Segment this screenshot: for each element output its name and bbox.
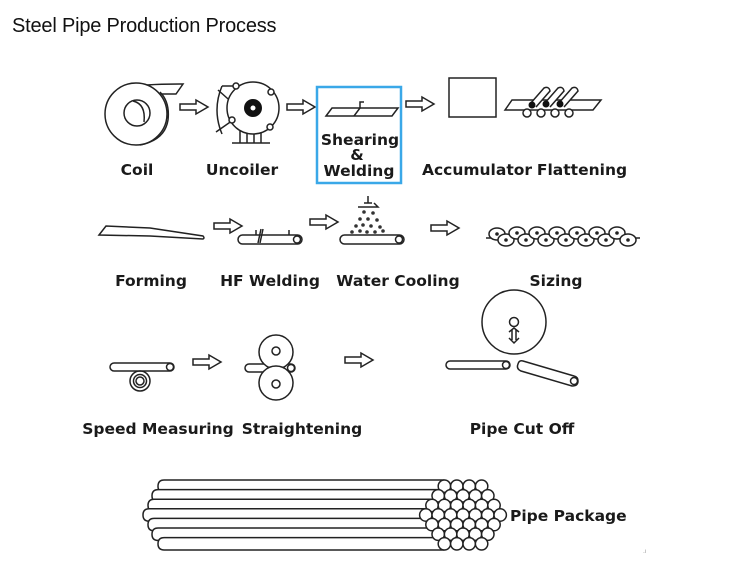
speed-measuring-icon — [109, 362, 175, 392]
sizing-icon — [486, 226, 640, 247]
step-label: Coil — [121, 161, 154, 179]
step-label: Straightening — [242, 420, 363, 438]
watermark-mark: .ı — [643, 548, 647, 555]
water-cooling-icon — [339, 196, 405, 245]
pipe-package-icon — [142, 479, 508, 551]
pipe-end — [493, 508, 508, 522]
flattening-icon — [503, 86, 603, 118]
shearing-welding-step: Shearing & Welding — [315, 85, 403, 185]
step-label: Pipe Cut Off — [470, 420, 575, 438]
step-label: Welding — [324, 162, 395, 180]
accumulator-icon — [448, 77, 497, 118]
diagram-title: Steel Pipe Production Process — [12, 15, 277, 37]
arrow-icon — [179, 99, 209, 115]
step-label: Sizing — [530, 272, 583, 290]
pipe-end — [480, 527, 495, 542]
arrow-icon — [405, 96, 435, 112]
step-label: Accumulator — [422, 161, 532, 179]
pipe-end — [474, 479, 489, 494]
arrow-icon — [309, 214, 339, 230]
arrow-icon — [286, 99, 316, 115]
step-label: Flattening — [537, 161, 627, 179]
straightening-icon — [244, 334, 296, 401]
pipe-cut-off-icon — [445, 289, 579, 387]
arrow-icon — [430, 220, 460, 236]
arrow-icon — [192, 354, 222, 370]
uncoiler-icon — [215, 81, 280, 144]
coil-icon — [104, 82, 185, 146]
step-label: Forming — [115, 272, 187, 290]
pipe-end — [437, 536, 452, 551]
pipe-end — [487, 498, 501, 513]
pipe-end — [449, 536, 464, 551]
pipe-end — [487, 517, 501, 532]
step-label: Speed Measuring — [82, 420, 234, 438]
highlight-box — [315, 85, 403, 185]
hf-welding-icon — [237, 228, 303, 245]
step-label: HF Welding — [220, 272, 320, 290]
forming-icon — [97, 225, 205, 240]
step-label: Uncoiler — [206, 161, 279, 179]
arrow-icon — [213, 218, 243, 234]
pipe-body — [157, 536, 445, 551]
step-label: Pipe Package — [510, 507, 627, 525]
pipe-end — [480, 488, 495, 503]
pipe-end — [462, 536, 477, 551]
step-label: & — [350, 146, 364, 164]
step-label: Shearing — [321, 131, 399, 149]
step-label: Water Cooling — [336, 272, 459, 290]
pipe-end — [474, 536, 489, 551]
arrow-icon — [344, 352, 374, 368]
